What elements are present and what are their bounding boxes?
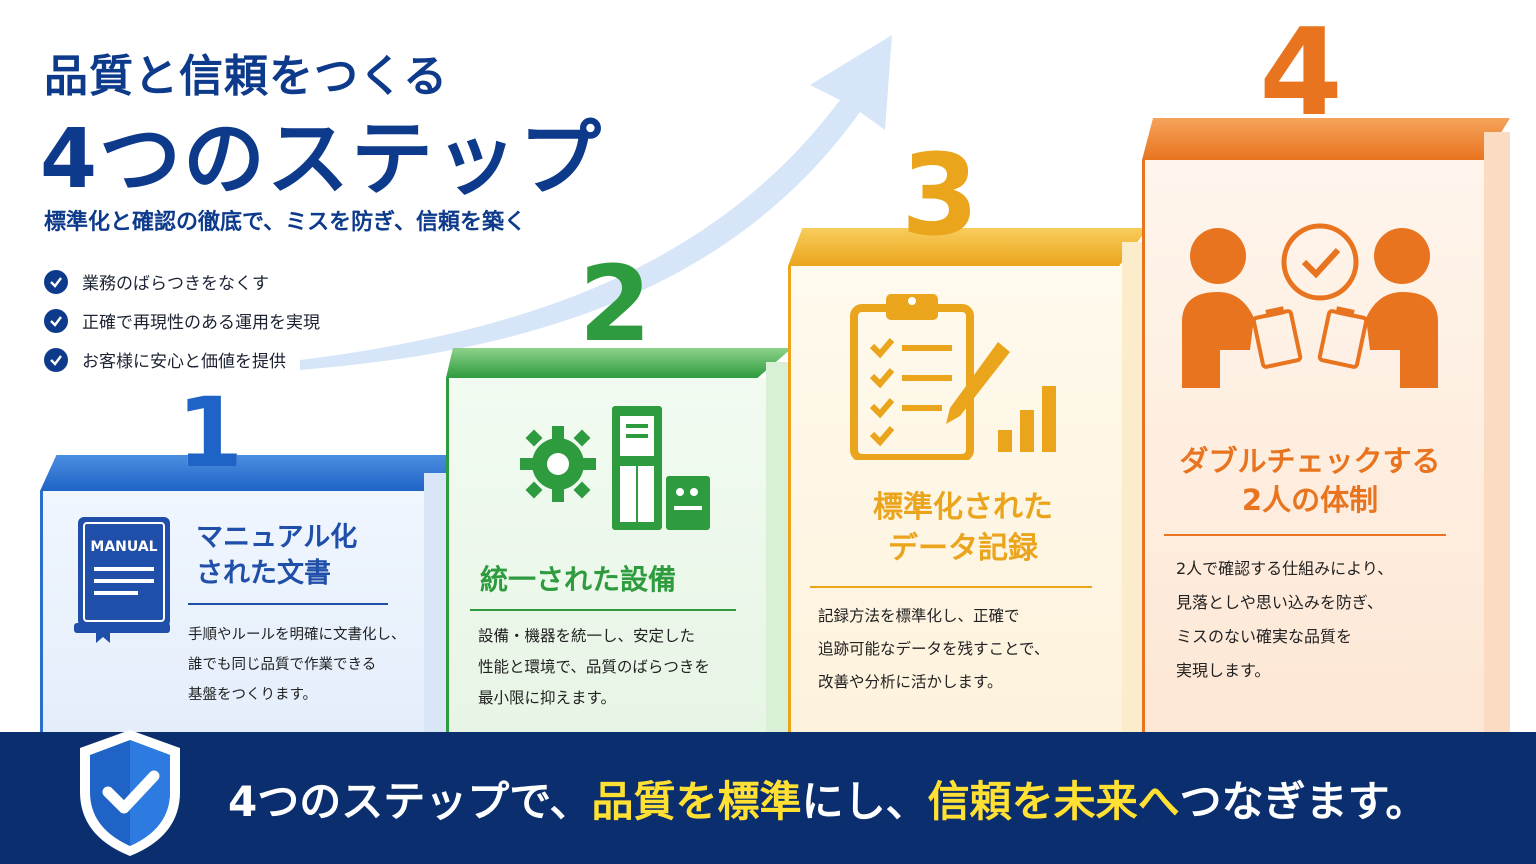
- desc-line: 改善や分析に活かします。: [818, 673, 1003, 691]
- desc-line: 実現します。: [1176, 661, 1271, 680]
- banner-highlight-1: 品質を標準: [591, 777, 802, 826]
- step-1: [40, 455, 450, 732]
- desc-line: 追跡可能なデータを残すことで、: [818, 640, 1050, 658]
- page-title-line1: 品質と信頼をつくる: [44, 51, 449, 102]
- shield-check-icon: [80, 730, 180, 856]
- step-3-divider: [810, 586, 1092, 588]
- check-circle-icon: [44, 308, 68, 333]
- benefit-text: お客様に安心と価値を提供: [82, 352, 286, 372]
- step-3-title: 標準化された データ記録: [838, 488, 1088, 569]
- banner-text-part3: つなぎます。: [1179, 777, 1428, 826]
- step-2-title: 統一された設備: [480, 563, 677, 596]
- desc-line: 最小限に抑えます。: [478, 689, 616, 707]
- benefit-item: 正確で再現性のある運用を実現: [44, 301, 320, 340]
- step-1-description: 手順やルールを明確に文書化し、 誰でも同じ品質で作業できる 基盤をつくります。: [188, 620, 406, 710]
- banner-text-part1: 4つのステップで、: [228, 777, 592, 826]
- desc-line: ミスのない確実な品質を: [1176, 627, 1353, 646]
- desc-line: 手順やルールを明確に文書化し、: [188, 627, 406, 643]
- benefit-text: 正確で再現性のある運用を実現: [82, 313, 320, 333]
- step-1-title-line2: された文書: [196, 558, 331, 590]
- step-4-title: ダブルチェックする 2人の体制: [1160, 442, 1460, 520]
- step-1-title-line1: マニュアル化: [196, 522, 358, 553]
- step-3-title-line1: 標準化された: [873, 490, 1053, 525]
- bottom-banner: [0, 732, 1536, 864]
- step-4-title-line2: 2人の体制: [1241, 483, 1379, 518]
- step-1-number: 1: [176, 377, 244, 489]
- benefit-text: 業務のばらつきをなくす: [82, 274, 269, 294]
- desc-line: 性能と環境で、品質のばらつきを: [478, 658, 710, 676]
- desc-line: 誰でも同じ品質で作業できる: [188, 657, 377, 673]
- two-people-check-icon: [1182, 223, 1438, 388]
- benefit-item: 業務のばらつきをなくす: [44, 262, 320, 301]
- desc-line: 見落としや思い込みを防ぎ、: [1176, 593, 1384, 612]
- desc-line: 2人で確認する仕組みにより、: [1176, 559, 1394, 578]
- svg-text:MANUAL: MANUAL: [90, 539, 157, 555]
- check-circle-icon: [44, 269, 68, 294]
- step-1-title: マニュアル化 された文書: [196, 520, 357, 593]
- step-4-divider: [1164, 534, 1446, 536]
- page-title-line2: 4つのステップ: [40, 112, 604, 207]
- step-3-description: 記録方法を標準化し、正確で 追跡可能なデータを残すことで、 改善や分析に活かしま…: [818, 600, 1049, 699]
- benefit-item: お客様に安心と価値を提供: [44, 340, 320, 379]
- step-4-description: 2人で確認する仕組みにより、 見落としや思い込みを防ぎ、 ミスのない確実な品質を…: [1176, 552, 1393, 688]
- check-circle-icon: [44, 347, 68, 372]
- banner-message: 4つのステップで、品質を標準にし、信頼を未来へつなぎます。: [228, 768, 1427, 829]
- step-2-description: 設備・機器を統一し、安定した 性能と環境で、品質のばらつきを 最小限に抑えます。: [478, 621, 710, 714]
- desc-line: 基盤をつくります。: [188, 687, 318, 703]
- step-2: [446, 348, 792, 732]
- step-2-divider: [470, 609, 736, 611]
- step-4-title-line1: ダブルチェックする: [1179, 444, 1441, 478]
- banner-highlight-2: 信頼を未来へ: [927, 777, 1180, 826]
- rising-arrow-graphic: [300, 35, 892, 370]
- step-3-title-line2: データ記録: [888, 530, 1038, 566]
- step-4-number: 4: [1259, 4, 1343, 143]
- banner-text-part2: にし、: [801, 777, 928, 826]
- manual-book-icon: MANUAL: [74, 517, 170, 643]
- clipboard-chart-icon: [850, 294, 1056, 460]
- desc-line: 設備・機器を統一し、安定した: [478, 627, 696, 645]
- desc-line: 記録方法を標準化し、正確で: [818, 607, 1020, 625]
- step-2-number: 2: [578, 243, 652, 365]
- step-1-divider: [188, 603, 388, 605]
- gear-machine-icon: [520, 406, 710, 530]
- page-subtitle: 標準化と確認の徹底で、ミスを防ぎ、信頼を築く: [44, 210, 527, 235]
- step-3-number: 3: [901, 131, 979, 261]
- benefit-list: 業務のばらつきをなくす 正確で再現性のある運用を実現 お客様に安心と価値を提供: [44, 262, 320, 379]
